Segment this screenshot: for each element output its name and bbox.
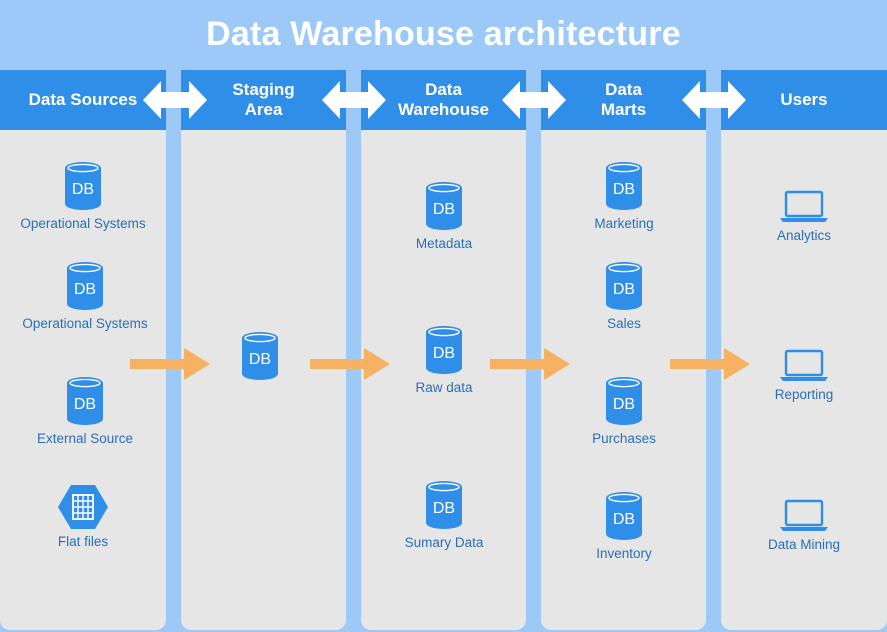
item-purchases: DB Purchases xyxy=(539,375,709,446)
lane-header: Staging Area xyxy=(181,70,346,130)
database-icon: DB xyxy=(63,160,103,212)
svg-text:DB: DB xyxy=(433,201,455,218)
page-title: Data Warehouse architecture xyxy=(206,14,681,53)
item-marketing: DB Marketing xyxy=(539,160,709,231)
database-icon: DB xyxy=(424,324,464,376)
svg-text:DB: DB xyxy=(74,281,96,298)
database-icon: DB xyxy=(65,260,105,312)
flow-arrow-icon xyxy=(310,348,390,380)
item-label: External Source xyxy=(36,431,134,446)
item-label: Marketing xyxy=(594,216,654,231)
database-icon: DB xyxy=(604,160,644,212)
item-operational-systems-1: DB Operational Systems xyxy=(0,160,168,231)
item-label: Analytics xyxy=(776,228,832,243)
database-icon: DB xyxy=(240,330,280,382)
lane-data-sources: Data Sources DB Operational Systems DB O… xyxy=(0,70,166,630)
database-icon: DB xyxy=(604,375,644,427)
flow-arrow-icon xyxy=(130,348,210,380)
flat-file-icon xyxy=(57,484,109,530)
item-label: Metadata xyxy=(415,236,473,251)
item-sales: DB Sales xyxy=(539,260,709,331)
svg-text:DB: DB xyxy=(433,500,455,517)
database-icon: DB xyxy=(604,260,644,312)
lane-data-marts: Data Marts DB Marketing DB Sales DB Purc… xyxy=(541,70,706,630)
svg-text:DB: DB xyxy=(433,345,455,362)
database-icon: DB xyxy=(604,490,644,542)
lane-header: Data Marts xyxy=(541,70,706,130)
svg-text:DB: DB xyxy=(613,281,635,298)
svg-text:DB: DB xyxy=(613,511,635,528)
lane-users: Users Analytics Reporting Data Mining xyxy=(721,70,887,630)
item-label: Inventory xyxy=(596,546,652,561)
flow-arrow-icon xyxy=(490,348,570,380)
item-analytics: Analytics xyxy=(719,190,887,243)
item-label: Flat files xyxy=(57,534,109,549)
item-label: Purchases xyxy=(592,431,656,446)
item-metadata: DB Metadata xyxy=(359,180,529,251)
bidirectional-arrow-icon xyxy=(682,81,746,119)
item-flat-files: Flat files xyxy=(0,484,168,549)
svg-text:DB: DB xyxy=(74,396,96,413)
laptop-icon xyxy=(778,499,830,533)
title-bar: Data Warehouse architecture xyxy=(0,0,887,68)
svg-text:DB: DB xyxy=(613,396,635,413)
flow-arrow-icon xyxy=(670,348,750,380)
bidirectional-arrow-icon xyxy=(143,81,207,119)
database-icon: DB xyxy=(65,375,105,427)
item-label: Sumary Data xyxy=(404,535,484,550)
lane-data-warehouse: Data Warehouse DB Metadata DB Raw data D… xyxy=(361,70,526,630)
database-icon: DB xyxy=(424,479,464,531)
bidirectional-arrow-icon xyxy=(322,81,386,119)
item-label: Operational Systems xyxy=(20,216,146,231)
lane-header: Data Sources xyxy=(0,70,166,130)
item-label: Operational Systems xyxy=(22,316,148,331)
bidirectional-arrow-icon xyxy=(502,81,566,119)
lane-staging-area: Staging Area DB xyxy=(181,70,346,630)
item-label: Raw data xyxy=(415,380,473,395)
item-label: Data Mining xyxy=(767,537,841,552)
item-inventory: DB Inventory xyxy=(539,490,709,561)
svg-text:DB: DB xyxy=(613,181,635,198)
laptop-icon xyxy=(778,349,830,383)
lane-header: Data Warehouse xyxy=(361,70,526,130)
item-operational-systems-2: DB Operational Systems xyxy=(0,260,170,331)
item-external-source: DB External Source xyxy=(0,375,170,446)
lane-header: Users xyxy=(721,70,887,130)
item-reporting: Reporting xyxy=(719,349,887,402)
item-data-mining: Data Mining xyxy=(719,499,887,552)
database-icon: DB xyxy=(424,180,464,232)
item-sumary-data: DB Sumary Data xyxy=(359,479,529,550)
laptop-icon xyxy=(778,190,830,224)
svg-text:DB: DB xyxy=(72,181,94,198)
item-raw-data: DB Raw data xyxy=(359,324,529,395)
item-label: Sales xyxy=(607,316,641,331)
svg-text:DB: DB xyxy=(249,351,271,368)
item-label: Reporting xyxy=(774,387,834,402)
item-staging-db: DB xyxy=(175,330,345,382)
